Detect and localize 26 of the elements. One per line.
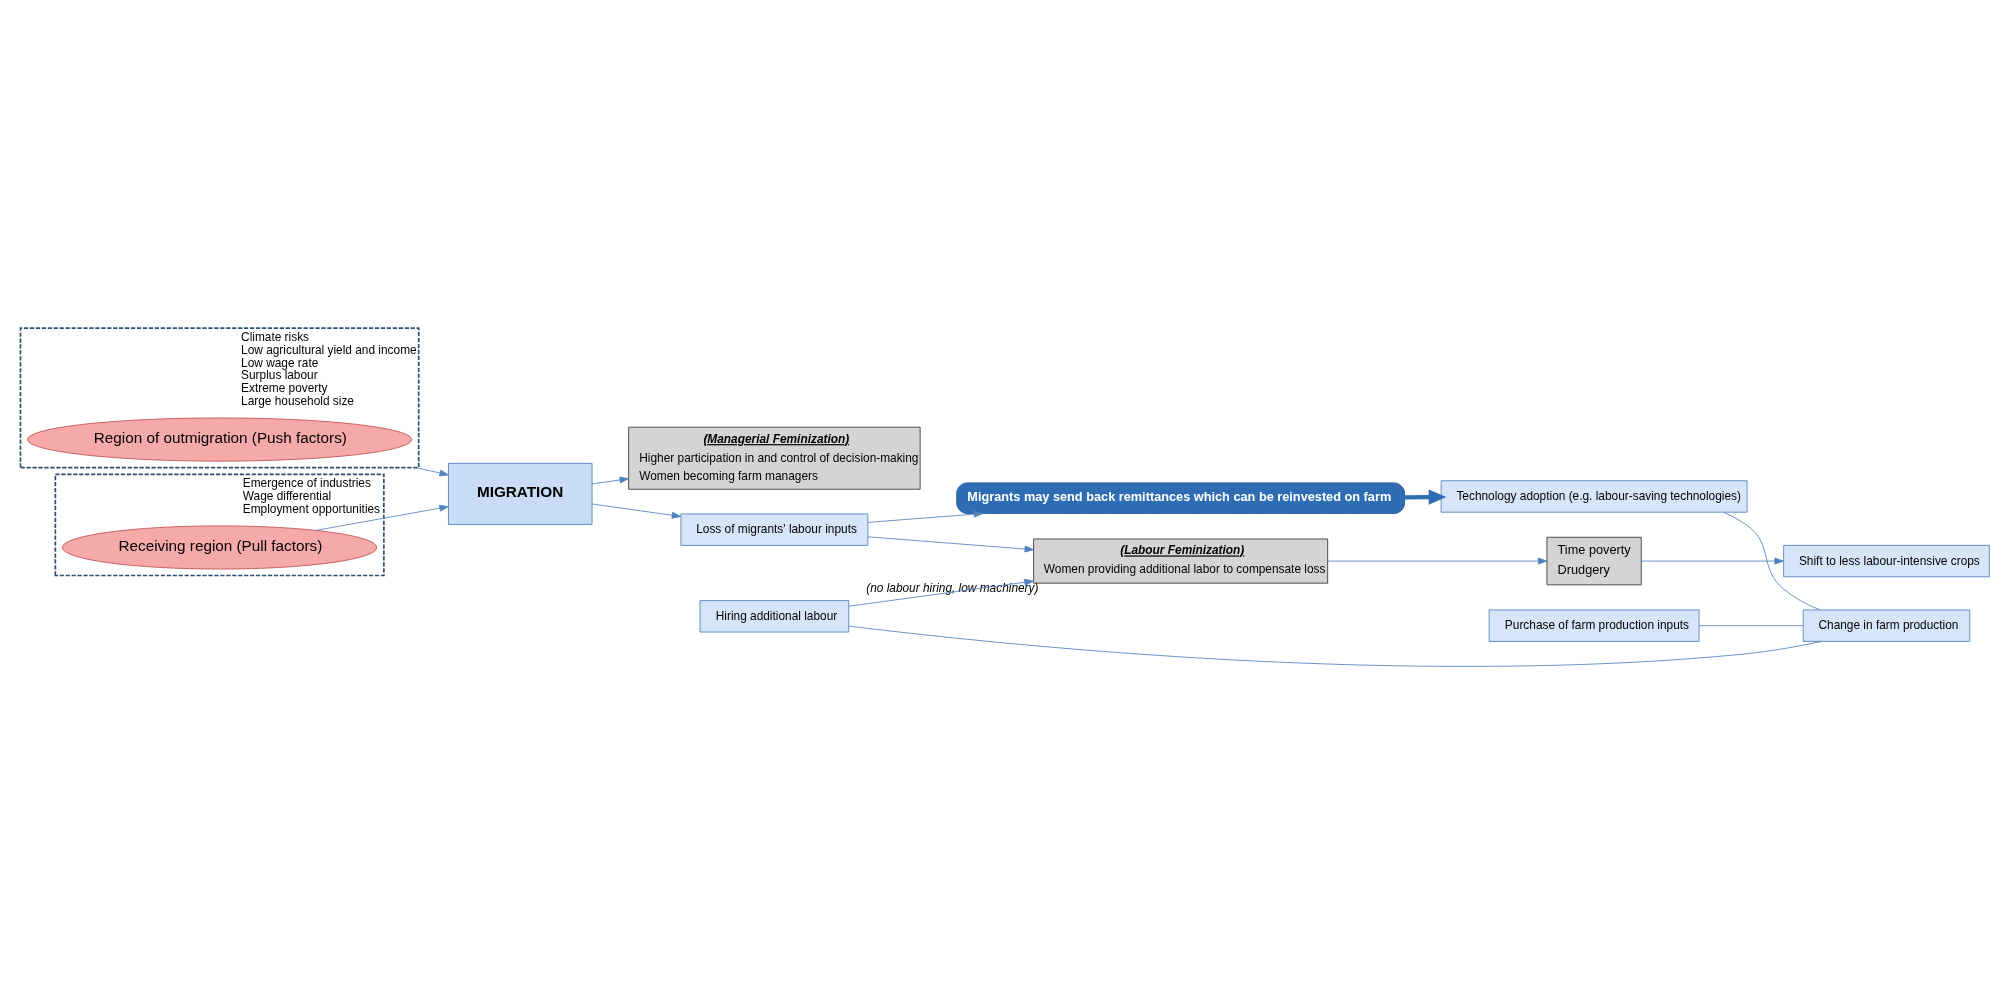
arrow [413,466,449,476]
node-box: MIGRATION [448,462,593,525]
connector [1698,624,1804,626]
arrow [591,503,682,519]
arrow [1640,557,1784,564]
arrow [591,476,629,484]
node-box: (Managerial Feminization) Higher participation in and control of decision-making Women becoming farm managers [628,426,921,490]
node-box: Purchase of farm production inputs [1488,609,1700,642]
node-box: Hiring additional labour [699,599,850,632]
arrow [867,535,1034,552]
node-box: Technology adoption (e.g. labour-saving technologies) [1440,479,1748,513]
connector [848,625,1822,667]
node-box: Shift to less labour-intensive crops [1783,544,1990,577]
arrow [315,504,449,531]
connector [1723,511,1821,610]
node-ellipse: Region of outmigration (Push factors) [27,417,413,462]
node-box: Migrants may send back remittances which can be reinvested on farm [956,481,1405,514]
arrow [1404,488,1447,505]
node-box: Change in farm production [1802,609,1971,642]
node-box: Loss of migrants' labour inputs [680,512,869,546]
node-box: (Labour Feminization) Women providing additional labor to compensate loss [1033,538,1329,584]
node-ellipse: Receiving region (Pull factors) [61,524,378,569]
arrow [867,510,984,523]
arrow [848,578,1034,607]
arrow [1327,557,1548,564]
node-box: Time poverty Drudgery [1546,536,1642,585]
